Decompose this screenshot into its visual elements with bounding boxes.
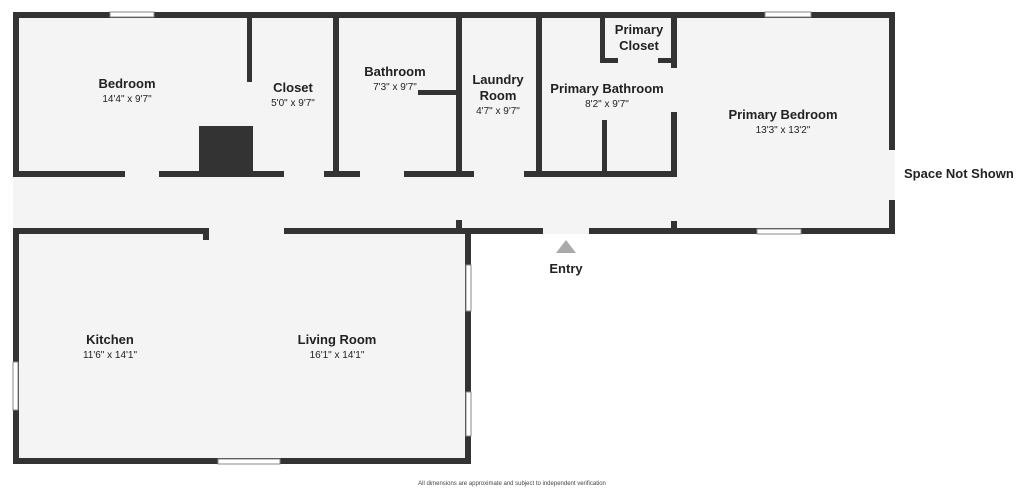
- laundry-name-line2: Room: [480, 88, 517, 103]
- door-openings: [13, 58, 895, 234]
- primary-closet-name-line2: Closet: [619, 38, 659, 53]
- living-room-name: Living Room: [298, 332, 377, 347]
- bedroom-name: Bedroom: [98, 76, 155, 91]
- living-room-dims: 16'1" x 14'1": [310, 350, 365, 361]
- laundry-dims: 4'7" x 9'7": [476, 106, 520, 117]
- disclaimer-text: All dimensions are approximate and subje…: [418, 481, 606, 487]
- bathroom-name: Bathroom: [364, 64, 425, 79]
- kitchen-name: Kitchen: [86, 332, 134, 347]
- entry-arrow-icon: [556, 240, 576, 253]
- primary-closet-name-line1: Primary: [615, 22, 664, 37]
- windows: [12, 11, 812, 465]
- bathroom-dims: 7'3" x 9'7": [373, 82, 417, 93]
- primary-bathroom-dims: 8'2" x 9'7": [585, 99, 629, 110]
- closet-name: Closet: [273, 80, 313, 95]
- shaft-hatch: [204, 131, 248, 171]
- space-not-shown-label: Space Not Shown: [904, 166, 1014, 181]
- laundry-name-line1: Laundry: [472, 72, 524, 87]
- kitchen-dims: 11'6" x 14'1": [83, 350, 138, 361]
- primary-bathroom-name: Primary Bathroom: [550, 81, 663, 96]
- primary-bedroom-dims: 13'3" x 13'2": [756, 125, 811, 136]
- entry-label: Entry: [549, 261, 583, 276]
- floor-area: [13, 12, 895, 464]
- bedroom-dims: 14'4" x 9'7": [102, 94, 152, 105]
- closet-dims: 5'0" x 9'7": [271, 98, 315, 109]
- primary-bedroom-name: Primary Bedroom: [728, 107, 837, 122]
